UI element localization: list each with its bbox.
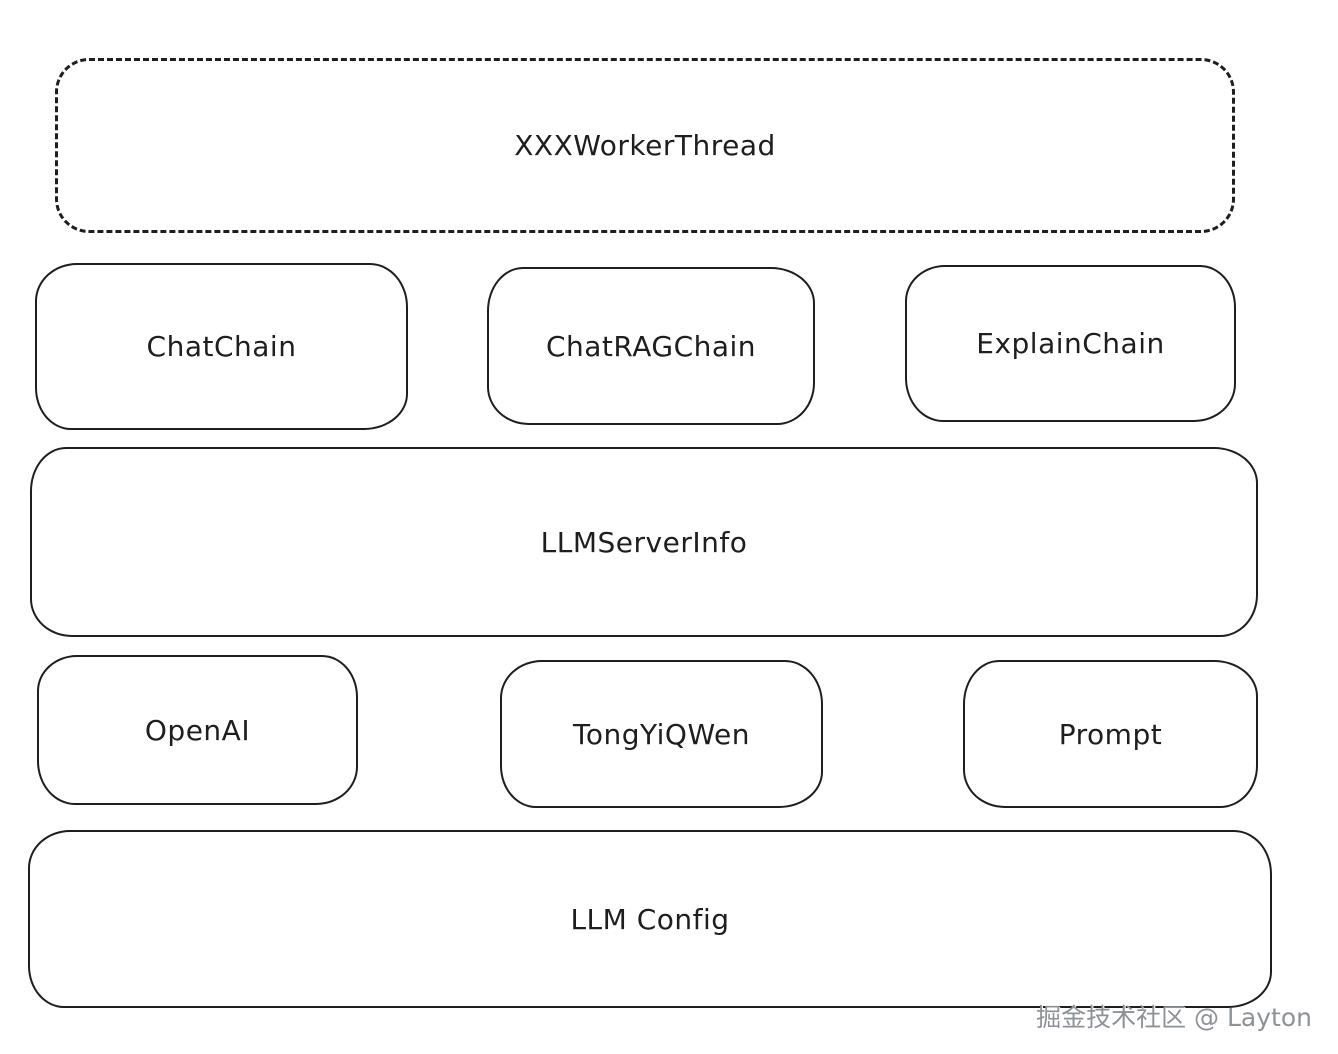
openai-label: OpenAI: [144, 713, 251, 747]
prompt-label: Prompt: [1058, 717, 1163, 751]
prompt-box: Prompt: [963, 660, 1258, 808]
llm-server-info-label: LLMServerInfo: [540, 525, 748, 559]
chat-chain-label: ChatChain: [146, 330, 297, 363]
explain-chain-box: ExplainChain: [905, 265, 1236, 422]
tongyiqwen-label: TongYiQWen: [573, 717, 750, 751]
chat-chain-box: ChatChain: [35, 263, 408, 430]
watermark-text: 掘金技术社区 @ Layton: [1036, 1003, 1312, 1032]
explain-chain-label: ExplainChain: [976, 327, 1165, 360]
chat-rag-chain-label: ChatRAGChain: [545, 329, 757, 363]
chat-rag-chain-box: ChatRAGChain: [487, 267, 815, 425]
llm-config-label: LLM Config: [570, 902, 730, 936]
llm-config-box: LLM Config: [28, 830, 1272, 1008]
tongyiqwen-box: TongYiQWen: [500, 660, 823, 808]
worker-thread-box: XXXWorkerThread: [55, 58, 1235, 233]
llm-server-info-box: LLMServerInfo: [30, 447, 1258, 637]
openai-box: OpenAI: [37, 655, 358, 805]
worker-thread-label: XXXWorkerThread: [514, 129, 776, 162]
